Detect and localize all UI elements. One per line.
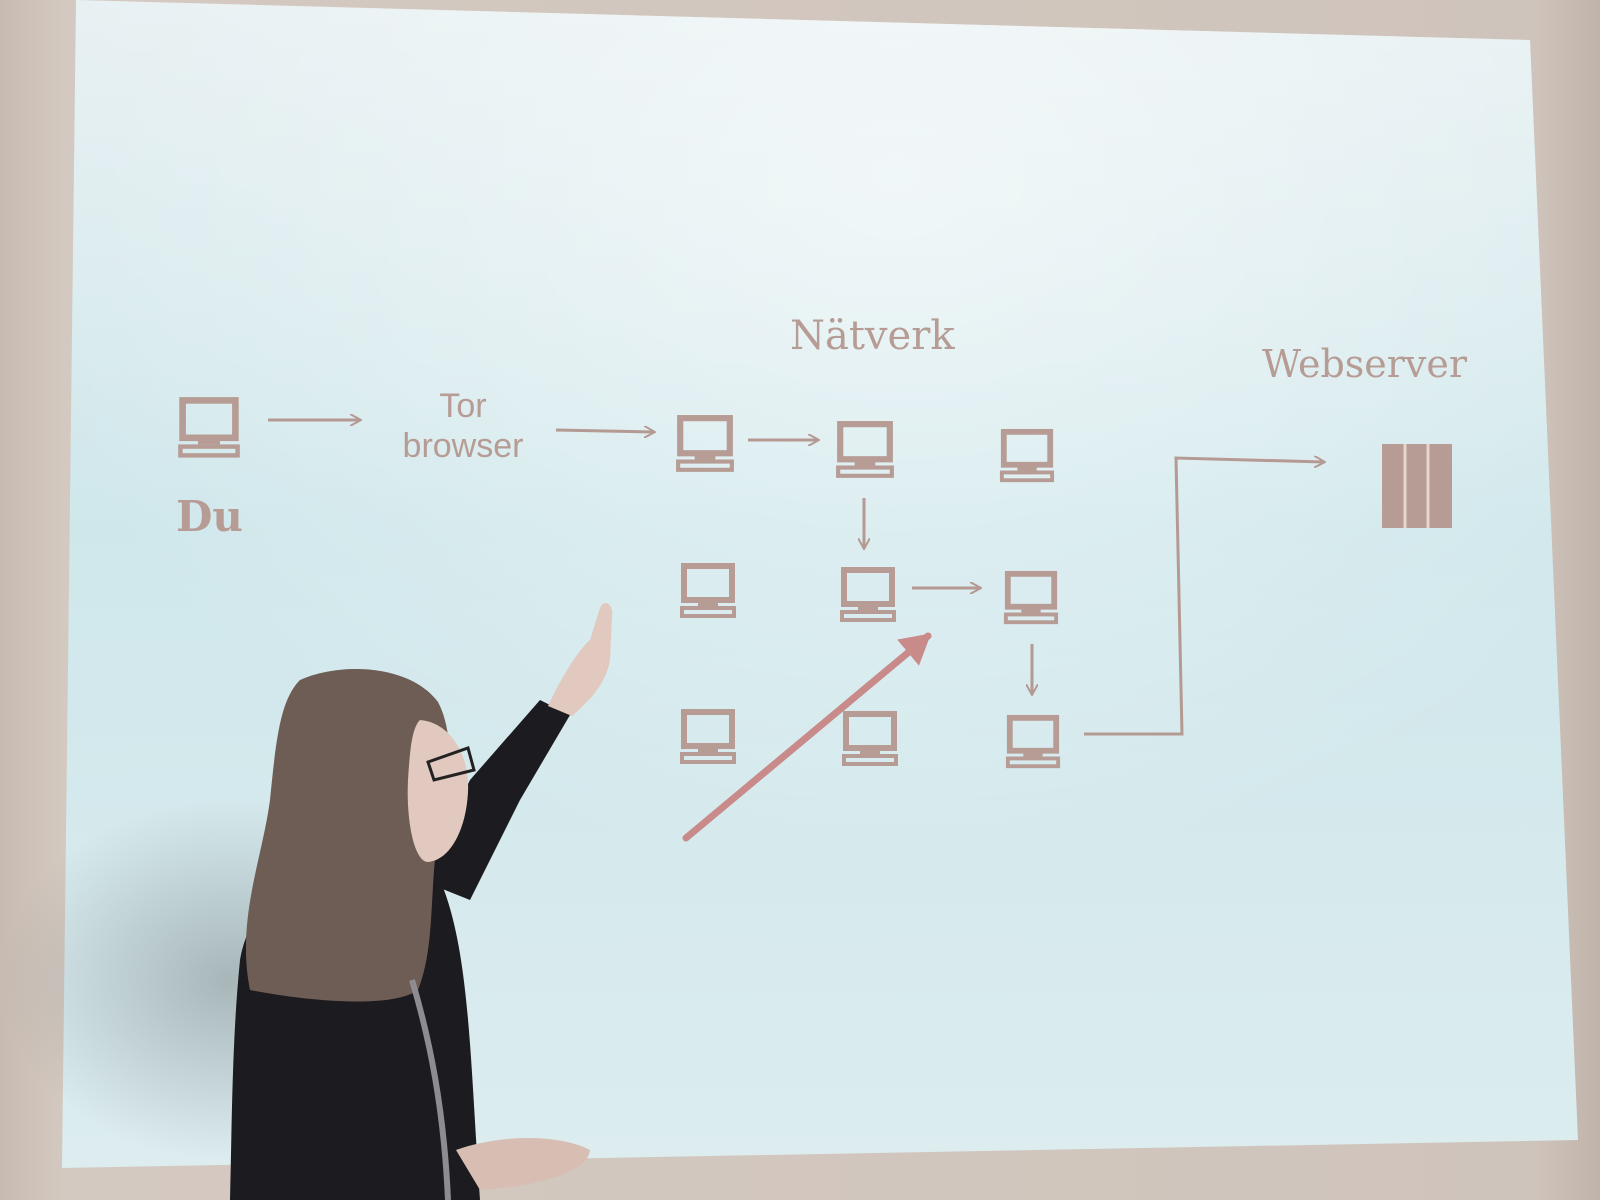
highlight-arrow: [682, 632, 932, 842]
label-user: Du: [176, 492, 243, 541]
label-tor-browser: Tor browser: [388, 386, 538, 466]
label-tor-line2: browser: [402, 427, 524, 465]
arrow: [555, 430, 654, 432]
presenter-glasses: [426, 746, 476, 782]
sweater-stripe: [409, 979, 451, 1200]
label-tor-line1: Tor: [439, 387, 487, 425]
presenter-hair: [245, 669, 450, 1002]
server-icon: [1382, 444, 1452, 528]
label-network: Nätverk: [790, 313, 955, 359]
presenter-face: [407, 720, 469, 862]
arrow-to-webserver: [1084, 458, 1324, 736]
presenter-arm: [420, 700, 570, 900]
label-webserver: Webserver: [1262, 342, 1468, 386]
presenter-hand: [548, 602, 613, 716]
presenter-lower-hand: [456, 1138, 590, 1190]
